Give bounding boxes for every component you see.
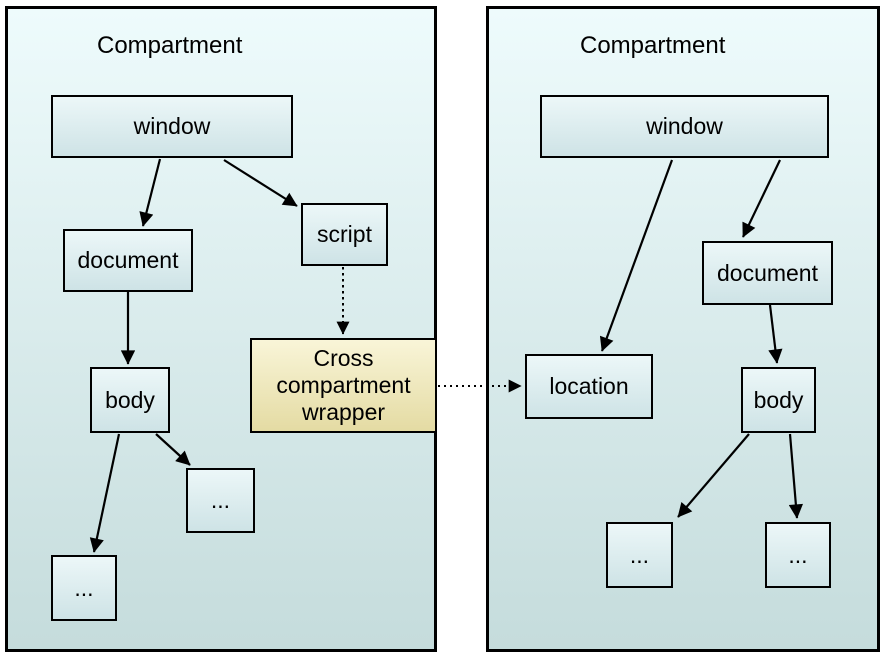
cross-compartment-wrapper-node: Cross compartment wrapper xyxy=(250,338,437,433)
left-child-b-node: ... xyxy=(186,468,255,533)
right-body-node: body xyxy=(741,367,816,433)
right-location-node: location xyxy=(525,354,653,419)
right-child-b-node: ... xyxy=(765,522,831,588)
left-document-node: document xyxy=(63,229,193,292)
left-script-node: script xyxy=(301,203,388,266)
cross-compartment-wrapper-label: Cross compartment wrapper xyxy=(276,345,411,425)
right-compartment-title: Compartment xyxy=(580,32,726,59)
left-child-a-node: ... xyxy=(51,555,117,621)
right-window-node: window xyxy=(540,95,829,158)
left-body-node: body xyxy=(90,367,170,433)
right-child-a-node: ... xyxy=(606,522,673,588)
left-compartment-title: Compartment xyxy=(97,32,243,59)
left-window-node: window xyxy=(51,95,293,158)
right-document-node: document xyxy=(702,241,833,305)
